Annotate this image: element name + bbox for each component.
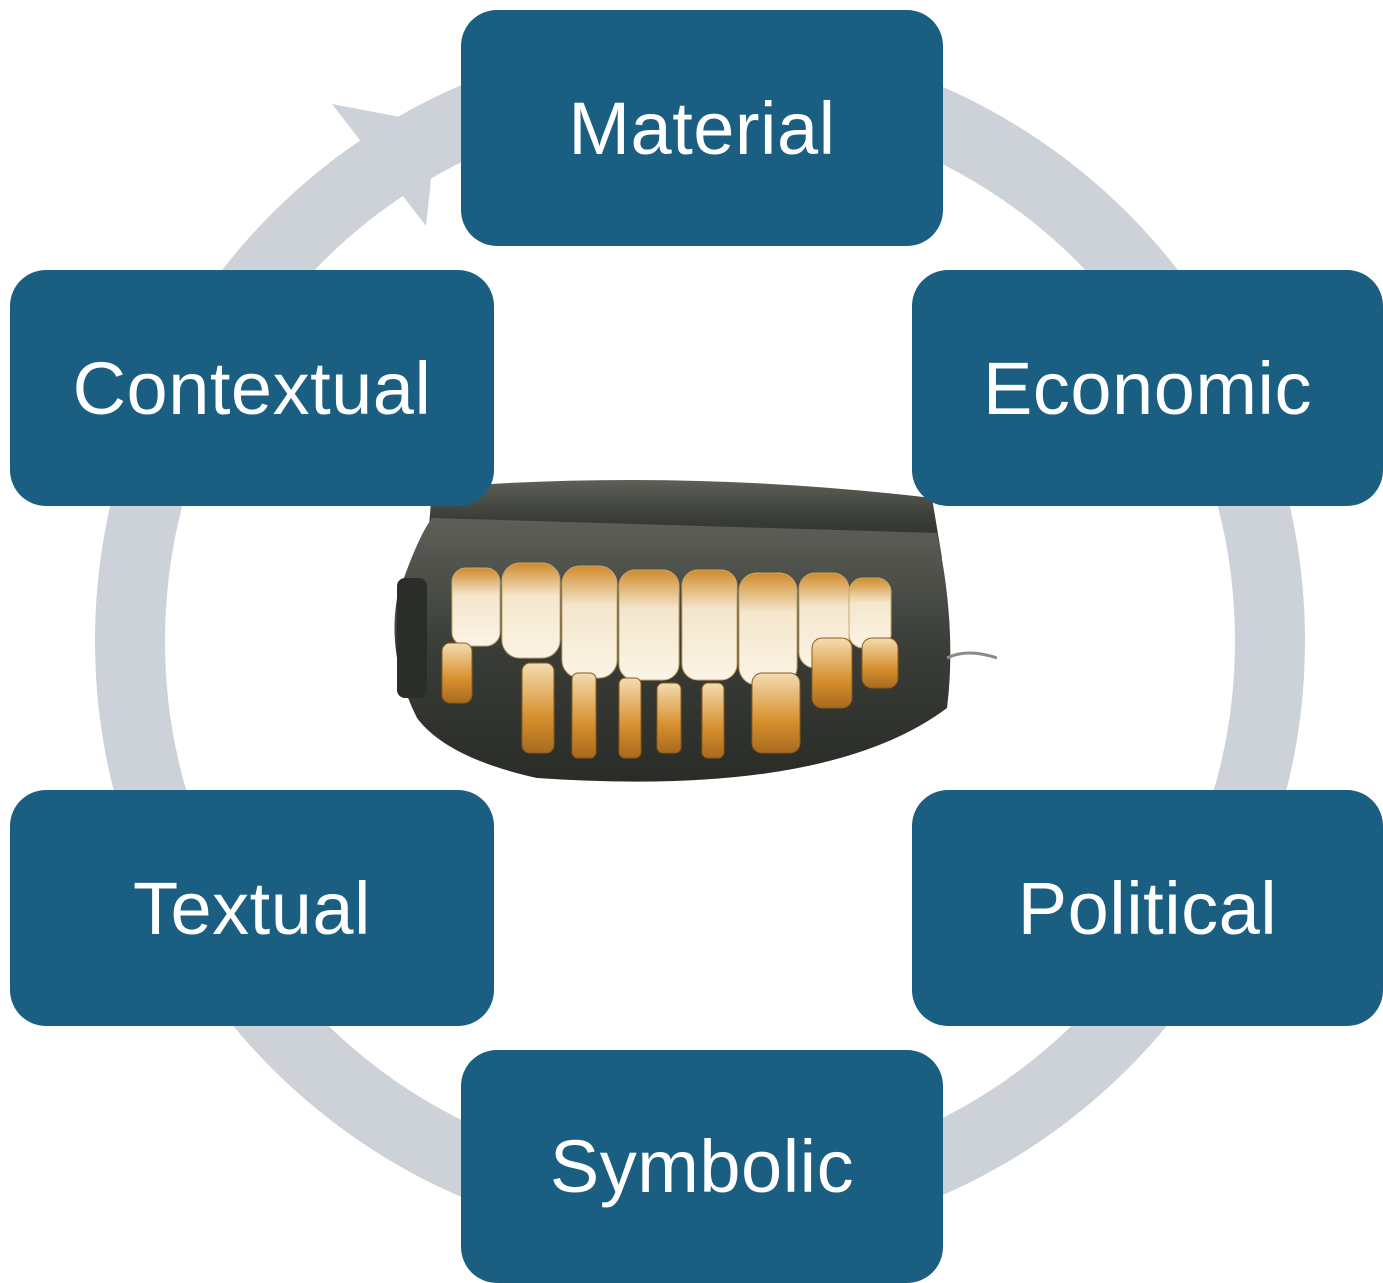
dentures-photo	[357, 478, 997, 796]
node-label-material: Material	[568, 86, 835, 171]
node-contextual: Contextual	[10, 270, 494, 506]
node-label-economic: Economic	[983, 346, 1312, 431]
node-label-political: Political	[1018, 866, 1278, 951]
node-economic: Economic	[912, 270, 1383, 506]
node-political: Political	[912, 790, 1383, 1026]
node-textual: Textual	[10, 790, 494, 1026]
node-label-textual: Textual	[133, 866, 371, 951]
node-material: Material	[461, 10, 943, 246]
node-label-symbolic: Symbolic	[550, 1124, 854, 1209]
node-label-contextual: Contextual	[73, 346, 432, 431]
node-symbolic: Symbolic	[461, 1050, 943, 1283]
